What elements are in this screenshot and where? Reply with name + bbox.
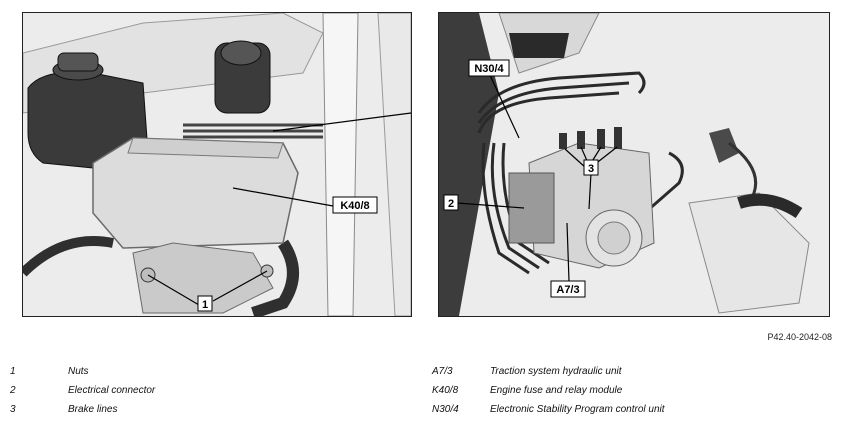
legend-item: 3 Brake lines [10,400,155,419]
callout-a7-3: A7/3 [556,284,579,296]
legend-text: Engine fuse and relay module [490,385,623,396]
callout-a7-3-box [550,280,586,298]
callout-1-box [197,295,213,312]
legend-item: 1 Nuts [10,362,155,381]
engine-bay-drawing: K40/8 1 [23,13,411,316]
legend-item: 2 Electrical connector [10,381,155,400]
legend-right: A7/3 Traction system hydraulic unit K40/8… [432,362,665,419]
legend-code: 3 [10,404,16,415]
callout-3-box [583,159,599,176]
legend-item: A7/3 Traction system hydraulic unit [432,362,665,381]
callout-n30-4-box [468,59,510,77]
callout-3: 3 [588,163,594,175]
legend-text: Electronic Stability Program control uni… [490,404,665,415]
hydraulic-unit-drawing: N30/4 3 2 A7/3 [439,13,829,316]
legend-code: A7/3 [432,366,453,377]
legend-code: 2 [10,385,16,396]
hydraulic-unit-illustration: N30/4 3 2 A7/3 [438,12,830,317]
legend-text: Brake lines [68,404,118,415]
callout-k40-8-box [332,196,378,214]
legend-text: Electrical connector [68,385,156,396]
legend-code: K40/8 [432,385,459,396]
callout-2-box [443,194,459,211]
callout-2: 2 [448,198,454,210]
callout-1: 1 [202,299,208,311]
legend-left: 1 Nuts 2 Electrical connector 3 Brake lines [10,362,155,419]
legend-text: Nuts [68,366,89,377]
legend-item: N30/4 Electronic Stability Program contro… [432,400,665,419]
legend-text: Traction system hydraulic unit [490,366,622,377]
legend-code: 1 [10,366,16,377]
callout-n30-4: N30/4 [474,63,504,75]
figure-reference: P42.40-2042-08 [767,332,832,342]
legend-item: K40/8 Engine fuse and relay module [432,381,665,400]
legend-code: N30/4 [432,404,459,415]
engine-bay-illustration: K40/8 1 [22,12,412,317]
callout-k40-8: K40/8 [340,200,369,212]
